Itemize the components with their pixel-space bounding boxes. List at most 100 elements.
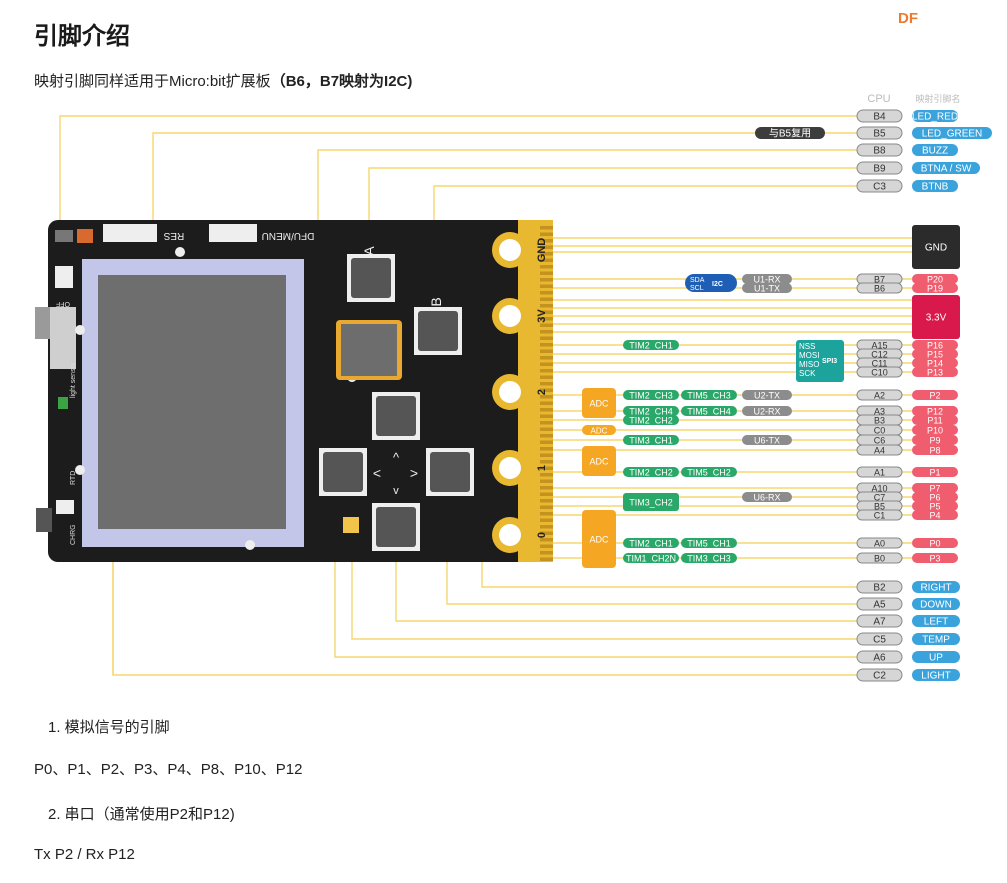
map-tag-DOWN-shape: [912, 598, 960, 610]
map-tag-P19-label: P19: [927, 284, 943, 294]
edge-finger: [540, 252, 553, 256]
map-tag-P13-label: P13: [927, 368, 943, 378]
adc-block-p0-label: ADC: [589, 535, 609, 545]
off-switch: [50, 307, 76, 369]
edge-finger: [540, 499, 553, 503]
tim-tag-shape: [681, 553, 737, 563]
map-tag-TEMP-shape: [912, 633, 960, 645]
cpu-tag-B6-shape: [856, 282, 903, 294]
cpu-tag-A7-label: A7: [873, 617, 886, 628]
cpu-tag-A0-shape: [856, 537, 903, 549]
map-tag-BUZZ-shape: [912, 144, 958, 156]
cpu-tag-B2-shape: [856, 580, 903, 594]
page-title: 引脚介绍: [34, 23, 130, 50]
map-tag-LEDGREEN-label: LED_GREEN: [922, 129, 983, 140]
map-tag-P7-label: P7: [929, 484, 940, 494]
edge-hole-p0: [499, 524, 521, 546]
map-tag-LEDRED-shape: [912, 110, 958, 122]
tim-tag-shape: [623, 467, 679, 477]
map-column-header: 映射引脚名: [915, 93, 960, 104]
usb-port: [36, 508, 52, 532]
edge-finger: [540, 505, 553, 509]
cpu-tag-C6-label: C6: [874, 436, 886, 446]
edge-finger: [540, 271, 553, 275]
tim-tag-label: TIM2_CH2: [629, 416, 673, 426]
func-tag-U1-TX-shape: [742, 283, 792, 293]
func-tag-U2-TX-label: U2-TX: [754, 391, 780, 401]
off-label: OFF: [56, 300, 70, 307]
adc-block-p0-shape: [582, 510, 616, 568]
top-wire: [59, 115, 858, 240]
edge-finger: [540, 401, 553, 405]
map-tag-P5-label: P5: [929, 502, 940, 512]
map-tag-P15-shape: [912, 349, 958, 359]
tim-tag-label: TIM2_CH4: [629, 407, 673, 417]
edge-finger: [540, 447, 553, 451]
tim-tag-shape: [623, 435, 679, 445]
spi-block-shape: [796, 340, 844, 382]
edge-finger: [540, 531, 553, 535]
edge-finger: [540, 427, 553, 431]
map-tag-P20-label: P20: [927, 275, 943, 285]
spi-mosi: MOSI: [799, 351, 819, 360]
edge-hole-v3: [499, 305, 521, 327]
edge-finger: [540, 486, 553, 490]
led-block-2: [55, 266, 73, 288]
map-tag-P0-label: P0: [929, 539, 940, 549]
map-tag-P8-shape: [912, 445, 958, 455]
map-tag-P13-shape: [912, 367, 958, 377]
func-tag-U2-TX-shape: [742, 390, 792, 400]
cpu-tag-C3-shape: [856, 179, 903, 193]
tim-tag-shape: [623, 493, 679, 511]
light-sensor-label: light sensor: [70, 362, 77, 398]
cpu-tag-A0-label: A0: [874, 539, 885, 549]
map-tag-BTNB-label: BTNB: [922, 182, 949, 193]
edge-finger: [540, 525, 553, 529]
edge-finger: [540, 375, 553, 379]
cpu-tag-C5-label: C5: [873, 635, 886, 646]
chrg-led: [56, 500, 74, 514]
button-b-label: B: [428, 297, 444, 306]
map-tag-LEDGREEN-shape: [912, 127, 992, 139]
map-tag-P7-shape: [912, 483, 958, 493]
cpu-tag-B0-label: B0: [874, 554, 885, 564]
cpu-tag-A4-label: A4: [874, 446, 885, 456]
edge-finger: [540, 551, 553, 555]
edge-finger: [540, 473, 553, 477]
map-tag-P2-label: P2: [929, 391, 940, 401]
cpu-tag-B5-label: B5: [874, 502, 885, 512]
cpu-tag-C1-shape: [856, 509, 903, 521]
spi-miso: MISO: [799, 360, 819, 369]
map-tag-P6-label: P6: [929, 493, 940, 503]
func-tag-U6-TX-label: U6-TX: [754, 436, 780, 446]
map-tag-LIGHT-label: LIGHT: [921, 671, 950, 682]
map-tag-P4-shape: [912, 510, 958, 520]
edge-finger: [540, 557, 553, 561]
df-logo: DF: [898, 10, 918, 27]
edge-finger: [540, 460, 553, 464]
button-left: [323, 452, 363, 492]
tim-tag-label: TIM5_CH2: [687, 468, 731, 478]
edge-hole-p2: [499, 381, 521, 403]
i2c-block-shape: [685, 274, 737, 292]
edge-finger: [540, 388, 553, 392]
tim-tag-shape: [681, 467, 737, 477]
func-tag-U1-TX-label: U1-TX: [754, 284, 780, 294]
button-down: [376, 507, 416, 547]
edge-finger: [540, 466, 553, 470]
tim-tag-shape: [623, 553, 679, 563]
map-tag-UP-label: UP: [929, 653, 943, 664]
edge-finger: [540, 291, 553, 295]
map-tag-P3-label: P3: [929, 554, 940, 564]
edge-finger: [540, 265, 553, 269]
edge-finger: [540, 479, 553, 483]
mount-hole: [245, 540, 255, 550]
page-subtitle: 映射引脚同样适用于Micro:bit扩展板（B6，B7映射为I2C): [34, 70, 412, 91]
i2c-label: I2C: [712, 281, 723, 288]
tim-tag-label: TIM3_CH3: [687, 554, 731, 564]
map-tag-TEMP-label: TEMP: [922, 635, 950, 646]
map-tag-P3-shape: [912, 553, 958, 563]
cpu-tag-B7-label: B7: [874, 275, 885, 285]
cpu-tag-C0-label: C0: [874, 426, 886, 436]
